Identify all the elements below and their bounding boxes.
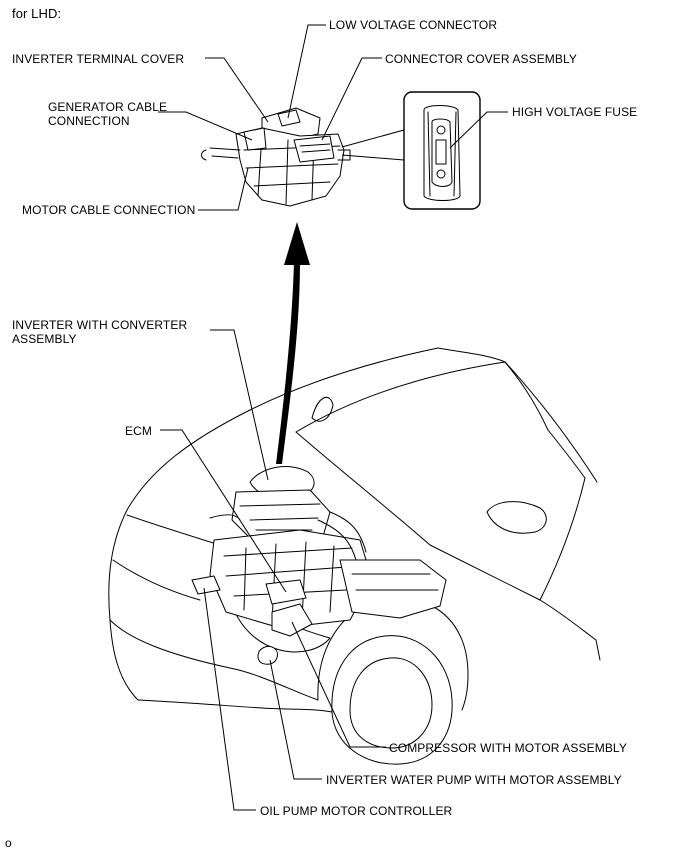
high-voltage-fuse-inset bbox=[403, 91, 481, 210]
engine-bay-components bbox=[191, 466, 447, 665]
inverter-with-converter-assembly-label: INVERTER WITH CONVERTER ASSEMBLY bbox=[12, 318, 188, 346]
page-title: for LHD: bbox=[12, 6, 62, 21]
compressor-with-motor-assembly-label: COMPRESSOR WITH MOTOR ASSEMBLY bbox=[389, 741, 627, 755]
inverter-terminal-cover-label: INVERTER TERMINAL COVER bbox=[12, 52, 185, 66]
oil-pump-motor-controller-label: OIL PUMP MOTOR CONTROLLER bbox=[260, 804, 453, 818]
inset-pointer-lines bbox=[341, 129, 405, 161]
leader-lines bbox=[158, 24, 508, 811]
generator-cable-connection-label: GENERATOR CABLE CONNECTION bbox=[48, 100, 168, 128]
ecm-label: ECM bbox=[125, 424, 152, 438]
relocation-arrow bbox=[276, 222, 310, 464]
high-voltage-fuse-label: HIGH VOLTAGE FUSE bbox=[512, 105, 638, 119]
connector-cover-assembly-label: CONNECTOR COVER ASSEMBLY bbox=[385, 52, 577, 66]
inverter-detail-illustration bbox=[201, 107, 351, 207]
low-voltage-connector-label: LOW VOLTAGE CONNECTOR bbox=[329, 18, 498, 32]
inverter-water-pump-label: INVERTER WATER PUMP WITH MOTOR ASSEMBLY bbox=[326, 773, 622, 787]
figure-code: o bbox=[5, 836, 12, 850]
motor-cable-connection-label: MOTOR CABLE CONNECTION bbox=[22, 203, 196, 217]
